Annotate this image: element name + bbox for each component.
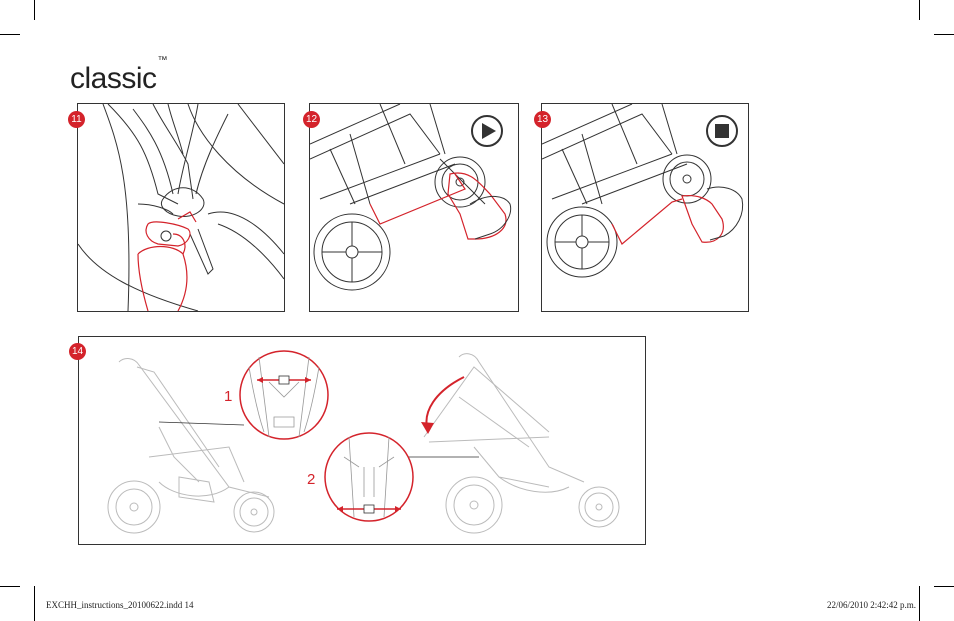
step-number-badge: 11 [68, 111, 85, 128]
play-icon [471, 115, 503, 147]
page-title: classic™ [70, 55, 168, 95]
step-14-illustration [107, 350, 620, 534]
step-11-panel [77, 103, 285, 312]
zoom-detail-2 [324, 432, 414, 522]
step-13-illustration [542, 104, 744, 278]
crop-mark [0, 34, 20, 35]
step-11-illustration [78, 104, 284, 311]
crop-mark [934, 586, 954, 587]
trademark-mark: ™ [157, 55, 168, 66]
zoom-detail-1 [239, 350, 329, 440]
sub-step-label-1: 1 [224, 388, 233, 405]
step-12-panel [309, 103, 519, 312]
step-number-badge: 12 [303, 111, 320, 128]
crop-mark [34, 586, 35, 621]
step-number-badge: 14 [69, 343, 86, 360]
crop-mark [919, 586, 920, 621]
crop-mark [0, 586, 20, 587]
stop-icon [706, 115, 738, 147]
footer-file-name: EXCHH_instructions_20100622.indd 14 [46, 600, 194, 610]
sub-step-label-2: 2 [307, 471, 316, 488]
crop-mark [34, 0, 35, 20]
crop-mark [919, 0, 920, 20]
step-13-panel [541, 103, 749, 312]
footer-timestamp: 22/06/2010 2:42:42 p.m. [826, 600, 916, 610]
step-14-panel: 1 2 [78, 336, 646, 545]
step-number-badge: 13 [534, 111, 551, 128]
crop-mark [934, 34, 954, 35]
step-12-illustration [310, 104, 512, 291]
